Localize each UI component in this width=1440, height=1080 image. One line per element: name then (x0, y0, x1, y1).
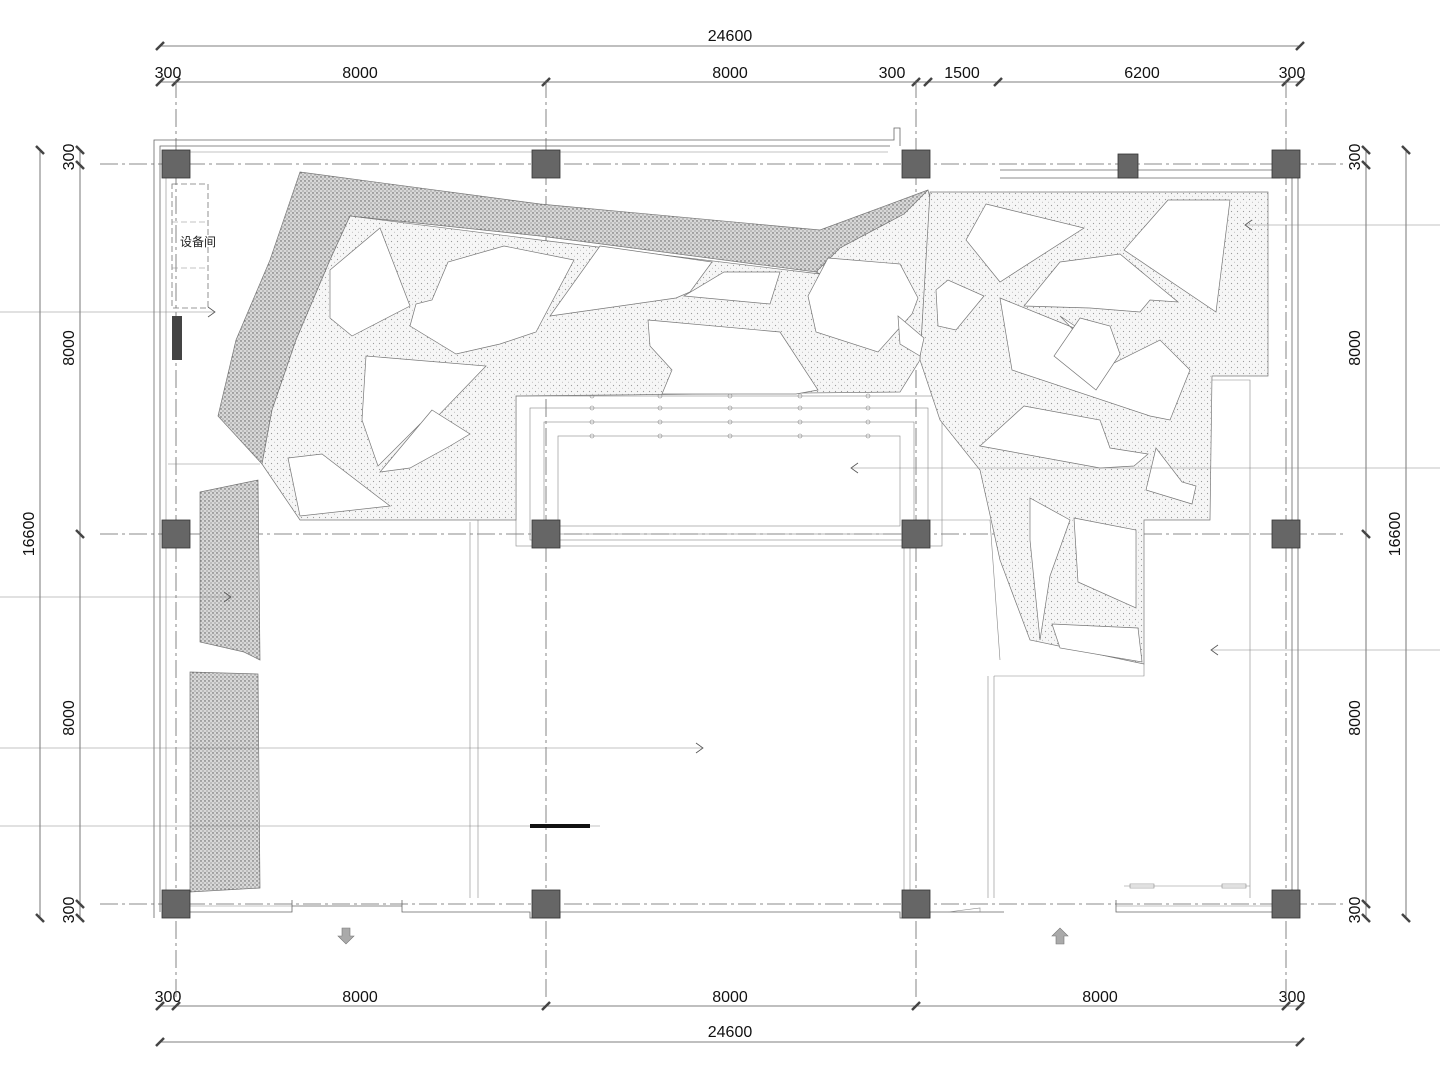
gravel-band-left-2 (189, 671, 261, 893)
dim-right-seg-1: 300 (1347, 144, 1364, 171)
equipment-room-label: 设备间 (180, 235, 216, 249)
dim-left-seg-2: 8000 (61, 330, 78, 366)
dim-top-seg-1: 300 (155, 65, 182, 82)
dim-bottom-seg-1: 300 (155, 989, 182, 1006)
dim-bottom-seg-4: 8000 (1082, 989, 1118, 1006)
dim-bottom-seg-5: 300 (1279, 989, 1306, 1006)
column (901, 889, 931, 919)
dim-left-seg-3: 8000 (61, 700, 78, 736)
dim-right-seg-4: 300 (1347, 897, 1364, 924)
dimension-left: 16600 300 8000 8000 300 (21, 144, 85, 924)
dim-right-seg-2: 8000 (1347, 330, 1364, 366)
column (161, 149, 191, 179)
columns (161, 149, 1301, 919)
pergola-post-marks (589, 393, 871, 439)
central-pergola (515, 393, 943, 547)
column (1271, 519, 1301, 549)
dim-top-seg-4: 300 (879, 65, 906, 82)
column (161, 889, 191, 919)
column (1271, 149, 1301, 179)
equipment-room: 设备间 (171, 183, 216, 360)
arrow-right-icon (695, 742, 704, 754)
dim-bottom-seg-2: 8000 (342, 989, 378, 1006)
column (531, 519, 561, 549)
interior-lines (168, 379, 1251, 913)
dim-top-seg-2: 8000 (342, 65, 378, 82)
leader-lines (0, 219, 1440, 828)
column (531, 149, 561, 179)
arrow-down-icon (337, 927, 355, 945)
dimension-bottom: 300 8000 8000 8000 300 24600 (155, 989, 1306, 1047)
dim-top-seg-7: 300 (1279, 65, 1306, 82)
arrow-up-icon (1051, 927, 1069, 945)
dim-bottom-seg-3: 8000 (712, 989, 748, 1006)
gravel-bands (189, 171, 929, 893)
dim-right-seg-3: 8000 (1347, 700, 1364, 736)
column (1271, 889, 1301, 919)
entrance-markers (337, 927, 1069, 945)
column (531, 889, 561, 919)
dim-left-seg-1: 300 (61, 144, 78, 171)
dim-top-seg-6: 6200 (1124, 65, 1160, 82)
arrow-right-icon (207, 306, 216, 318)
arrow-left-icon (850, 462, 859, 474)
dim-top-seg-3: 8000 (712, 65, 748, 82)
dimension-top: 24600 300 8000 8000 300 1500 6200 300 (155, 28, 1306, 87)
column (161, 519, 191, 549)
arrow-left-icon (1210, 644, 1219, 656)
column (901, 149, 931, 179)
dim-top-seg-5: 1500 (944, 65, 980, 82)
dimension-right: 300 8000 8000 300 16600 (1347, 144, 1411, 924)
dim-left-seg-4: 300 (61, 897, 78, 924)
dim-bottom-total: 24600 (708, 1024, 753, 1041)
column (1117, 153, 1139, 179)
dim-right-total: 16600 (1387, 512, 1404, 557)
dim-top-total: 24600 (708, 28, 753, 45)
paving-area (261, 189, 1269, 665)
column (901, 519, 931, 549)
gravel-band-left-1 (199, 479, 261, 661)
arrow-left-icon (1244, 219, 1253, 231)
arrow-right-icon (223, 591, 232, 603)
dim-left-total: 16600 (21, 512, 38, 557)
